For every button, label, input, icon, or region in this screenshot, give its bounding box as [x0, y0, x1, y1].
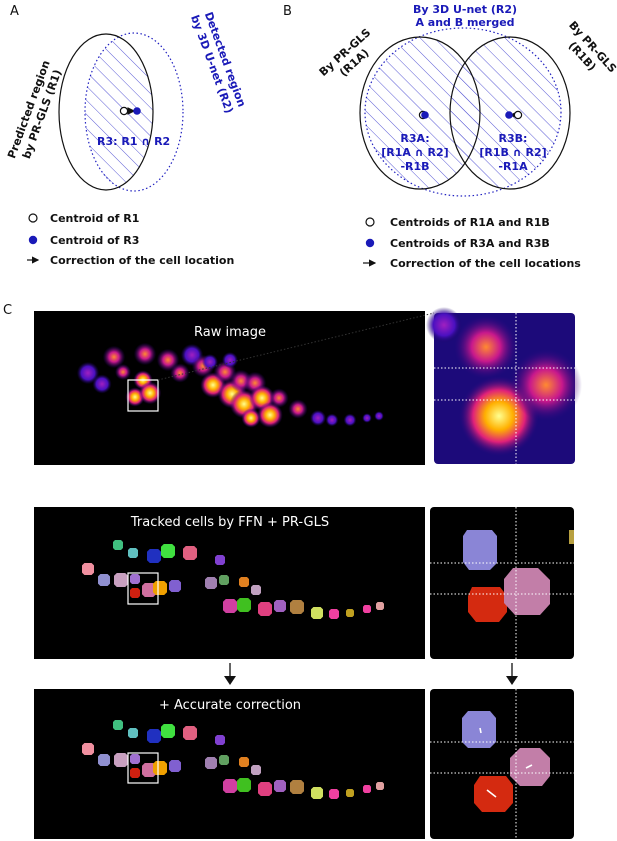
- centroid-r3b-icon: [505, 111, 513, 119]
- svg-text:A and B merged: A and B merged: [415, 16, 514, 29]
- down-arrow-left: [224, 663, 236, 685]
- legend-filled-circle-icon: [365, 238, 375, 248]
- svg-text:Correction of the cell locatio: Correction of the cell location: [50, 254, 234, 267]
- svg-text:Centroid of R1: Centroid of R1: [50, 212, 139, 225]
- r3-hatched-region: [85, 34, 153, 190]
- svg-text:Centroids of R3A and R3B: Centroids of R3A and R3B: [390, 237, 550, 250]
- svg-text:Centroid of R3: Centroid of R3: [50, 234, 139, 247]
- r1-label: Predicted region by PR-GLS (R1): [5, 59, 64, 161]
- raw-image-panel: Raw image: [34, 311, 425, 465]
- svg-text:By 3D U-net (R2): By 3D U-net (R2): [413, 3, 517, 16]
- corrected-panel: + Accurate correction: [34, 689, 425, 839]
- corrected-zoom-panel: [430, 689, 574, 839]
- svg-text:-R1B: -R1B: [400, 160, 429, 173]
- roi-box: [127, 379, 159, 412]
- correction-vector: [525, 764, 533, 769]
- tracked-cells: [82, 540, 384, 619]
- panel-b-letter: B: [283, 4, 292, 19]
- panel-b: B R3A: [R1A ∩ R2] -R1B R3B: [R1B ∩ R2] -…: [283, 3, 617, 270]
- svg-text:Correction of the cell locatio: Correction of the cell locations: [390, 257, 581, 270]
- r2-merged-label: By 3D U-net (R2) A and B merged: [413, 3, 517, 29]
- r3b-label: R3B: [R1B ∩ R2] -R1A: [479, 132, 546, 173]
- r2-detected-ellipse: [84, 32, 184, 192]
- r2-merged-ellipse: [364, 27, 562, 197]
- zoom-cell-lavender: [463, 530, 497, 570]
- panel-a: A R3: R1 ∩ R2 Predicted region by PR-GLS…: [5, 4, 248, 267]
- tracked-title: Tracked cells by FFN + PR-GLS: [130, 515, 329, 530]
- panel-a-legend: Centroid of R1 Centroid of R3 Correction…: [27, 212, 234, 267]
- r3-label: R3: R1 ∩ R2: [97, 135, 170, 148]
- corrected-cells: [82, 720, 384, 799]
- legend-open-circle-icon: [365, 217, 375, 227]
- r1-predicted-ellipse: [58, 33, 154, 191]
- svg-text:R3B:: R3B:: [499, 132, 528, 145]
- centroid-correction: [119, 106, 141, 116]
- panel-a-letter: A: [10, 4, 19, 19]
- corrected-title: + Accurate correction: [159, 698, 301, 713]
- roi-box-tracked: [127, 572, 159, 605]
- r1b-label: By PR-GLS (R1B): [566, 19, 617, 76]
- zoom-cell-pink: [504, 568, 550, 615]
- centroid-r3a-icon: [421, 111, 429, 119]
- svg-text:R3A:: R3A:: [400, 132, 429, 145]
- raw-fluorescence-blobs: [76, 342, 384, 428]
- zoom-cell-red: [468, 587, 507, 622]
- roi-box-corrected: [127, 752, 159, 784]
- zoom-cell-pink-corrected: [510, 748, 550, 786]
- centroid-r3-icon: [133, 107, 141, 115]
- down-arrow-right: [506, 663, 518, 685]
- zoom-cell-lavender-corrected: [462, 711, 496, 748]
- svg-text:Centroids of R1A and R1B: Centroids of R1A and R1B: [390, 216, 550, 229]
- correction-vector: [479, 727, 482, 734]
- tracked-zoom-panel: [430, 507, 574, 659]
- panel-c: C Raw image Tracked cells by FFN + PR-GL…: [3, 303, 582, 839]
- centroid-r1-icon: [119, 106, 129, 116]
- svg-text:[R1A ∩ R2]: [R1A ∩ R2]: [381, 146, 448, 159]
- correction-vector: [486, 789, 497, 798]
- r3a-label: R3A: [R1A ∩ R2] -R1B: [381, 132, 448, 173]
- raw-image-title: Raw image: [194, 325, 266, 340]
- legend-filled-circle-icon: [28, 235, 38, 245]
- zoom-cell-red-corrected: [474, 776, 513, 812]
- r1a-ellipse: [359, 36, 481, 190]
- centroid-r1b-icon: [513, 110, 523, 120]
- raw-zoom-blobs: [426, 307, 582, 456]
- panel-c-letter: C: [3, 303, 12, 318]
- r3ab-hatched-region: [365, 37, 561, 189]
- r1b-ellipse: [449, 36, 571, 190]
- svg-text:-R1A: -R1A: [498, 160, 528, 173]
- centroids-b: [418, 110, 523, 120]
- legend-open-circle-icon: [28, 213, 38, 223]
- r2-label: Detected region by 3D U-net (R2): [188, 10, 248, 115]
- svg-text:[R1B ∩ R2]: [R1B ∩ R2]: [479, 146, 546, 159]
- panel-b-legend: Centroids of R1A and R1B Centroids of R3…: [363, 216, 581, 270]
- tracked-panel: Tracked cells by FFN + PR-GLS: [34, 507, 425, 659]
- raw-zoom-panel: [426, 307, 582, 464]
